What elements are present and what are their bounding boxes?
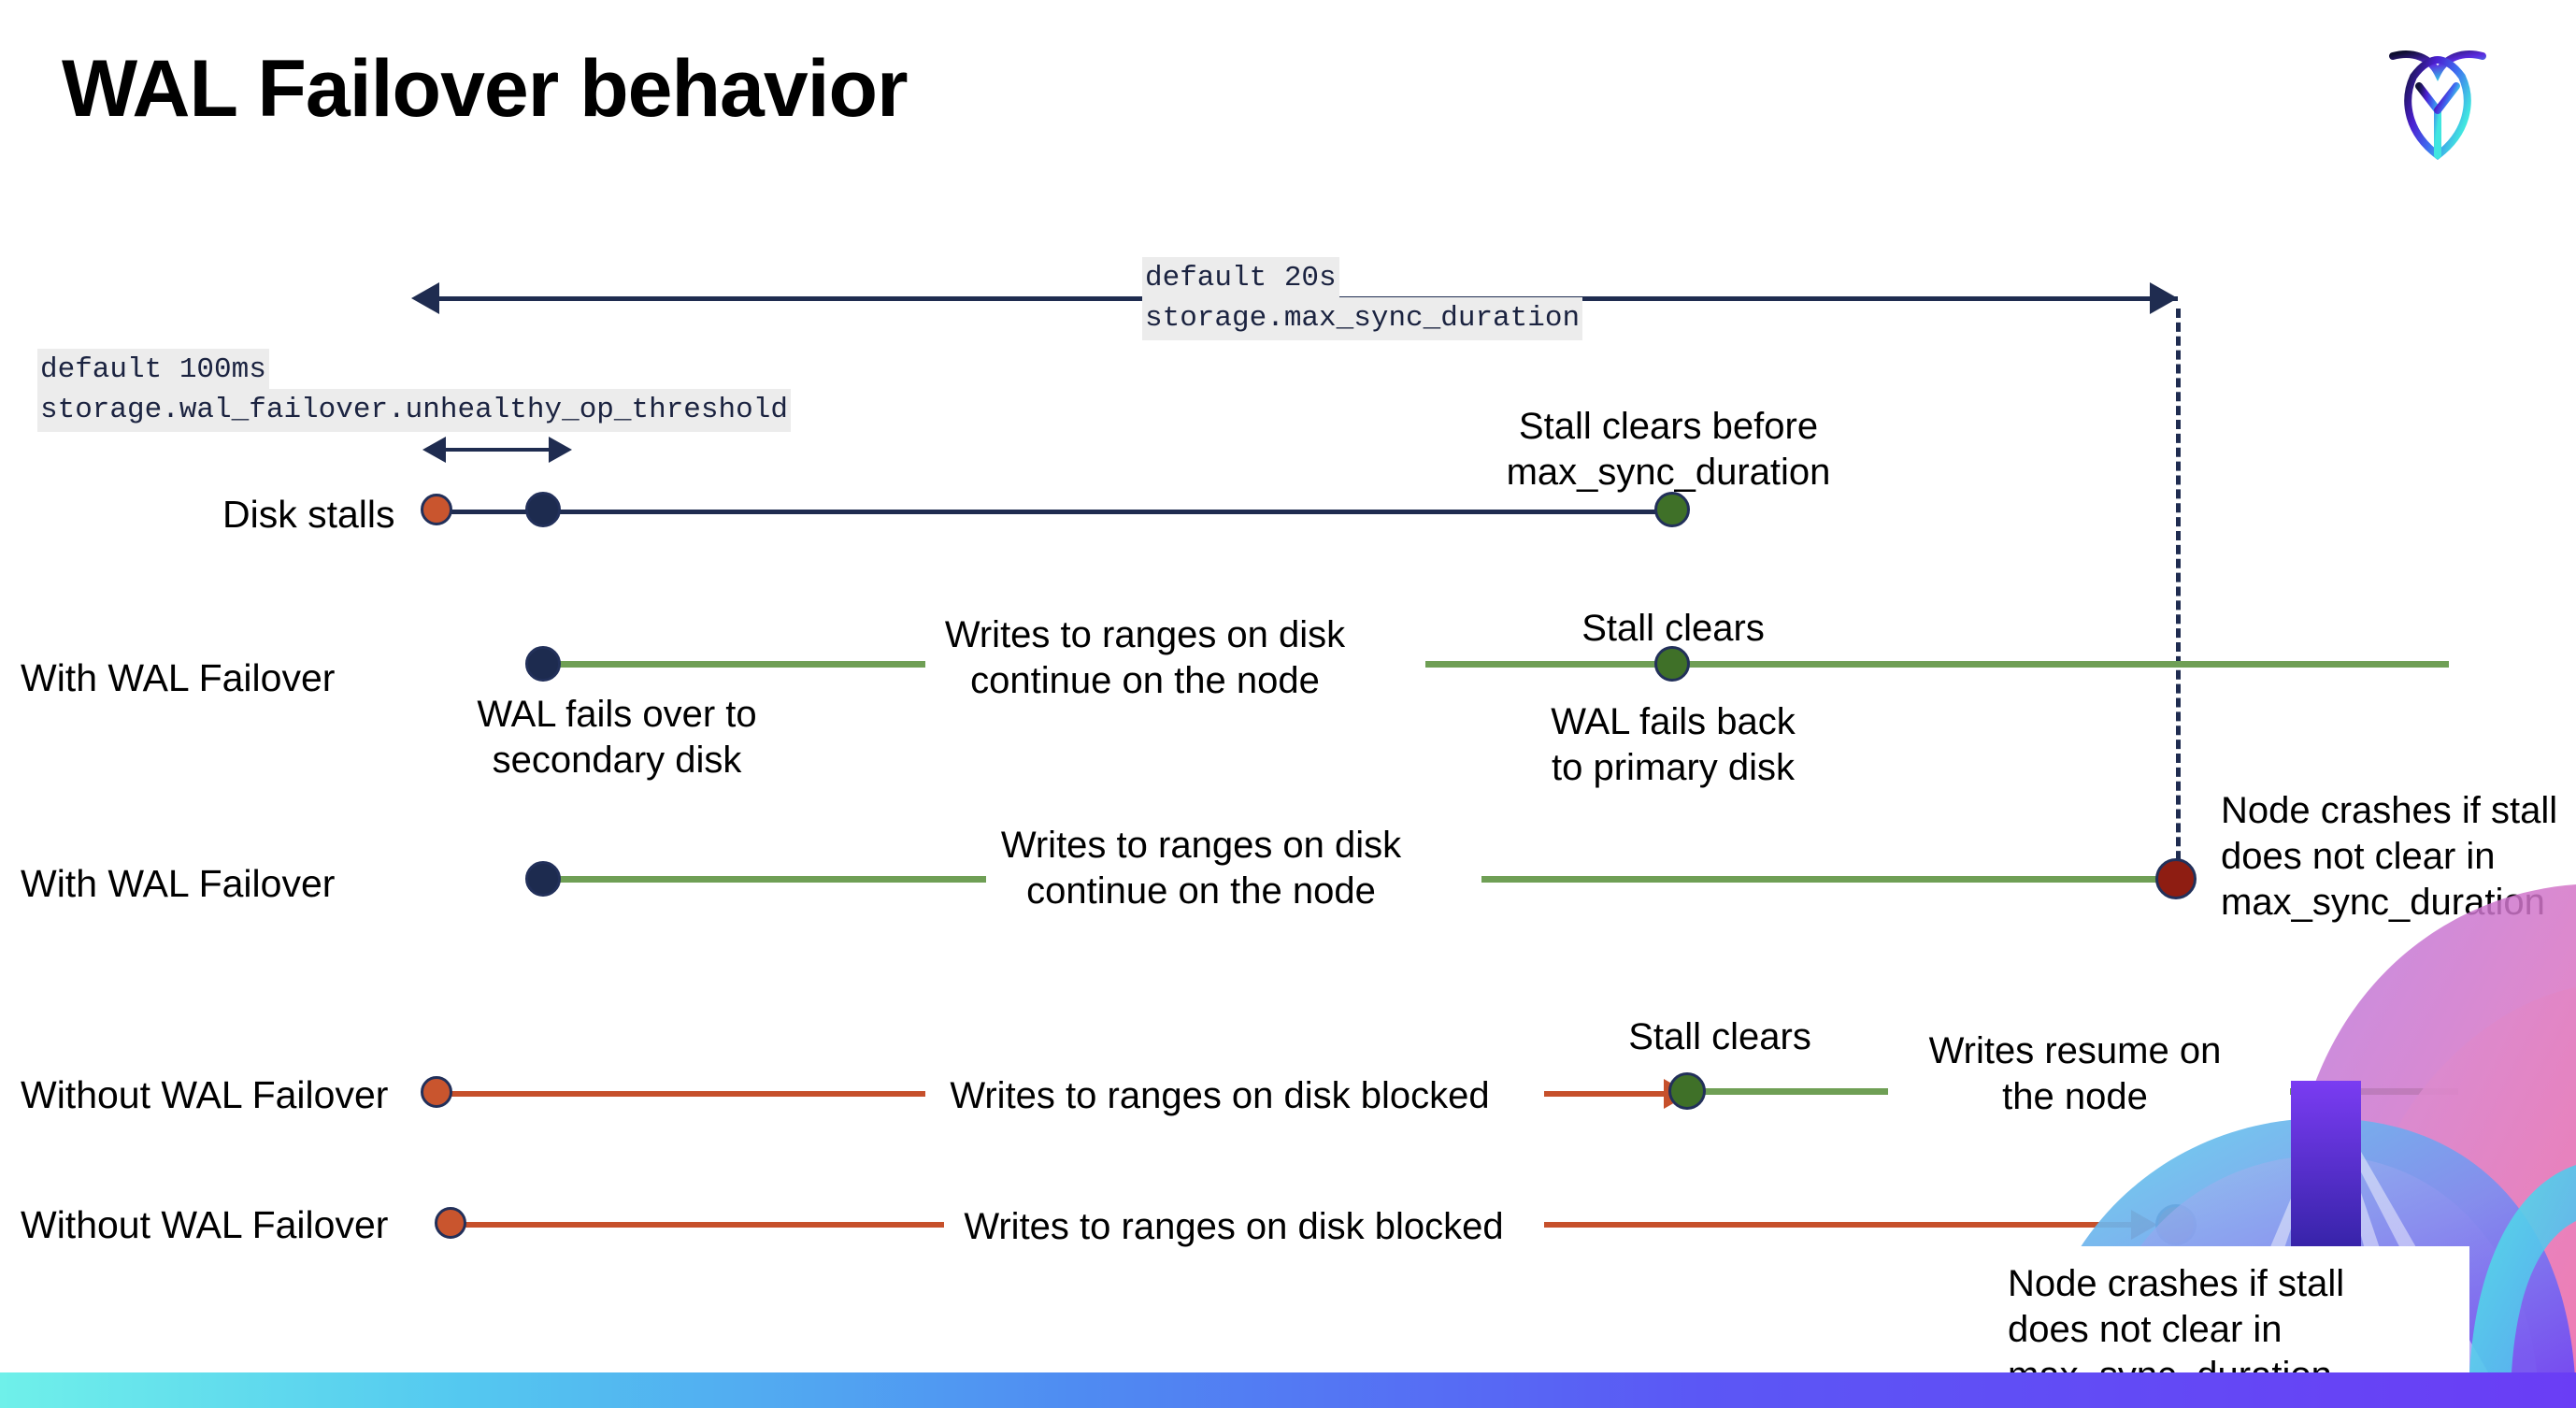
wf2-failover-dot xyxy=(525,861,561,897)
wof1-resume-a xyxy=(1696,1088,1888,1095)
max-sync-setting-label: storage.max_sync_duration xyxy=(1142,297,1583,341)
max-sync-span-left-arrow xyxy=(411,282,439,314)
row-label-disk-stalls: Disk stalls xyxy=(222,493,395,536)
note-node-crashes-2: Node crashes if stall does not clear in … xyxy=(2008,1263,2345,1396)
cockroach-logo-icon xyxy=(2382,32,2494,163)
disk-stalls-timeline xyxy=(439,510,1673,514)
disk-stalls-start-dot xyxy=(421,494,452,525)
wof1-resume-b xyxy=(2290,1088,2458,1095)
wf1-failover-dot xyxy=(525,646,561,682)
unhealthy-op-span-right-arrow xyxy=(549,437,572,463)
row-label-with-wal-failover-1: With WAL Failover xyxy=(21,656,336,699)
wf1-segment-a xyxy=(551,661,925,668)
wof2-start-dot xyxy=(435,1207,466,1239)
wof2-crash-dot xyxy=(2155,1204,2197,1245)
wf2-segment-b xyxy=(1481,876,2173,883)
max-sync-default-label: default 20s xyxy=(1142,257,1339,301)
note-wal-fails-over: WAL fails over to secondary disk xyxy=(477,694,757,782)
unhealthy-op-span-line xyxy=(444,448,551,452)
note-writes-continue-1: Writes to ranges on disk continue on the… xyxy=(944,614,1346,702)
row-label-without-wal-failover-2: Without WAL Failover xyxy=(21,1203,389,1246)
unhealthy-op-span-left-arrow xyxy=(422,437,446,463)
note-writes-resume: Writes resume on the node xyxy=(1928,1030,2222,1118)
note-wal-fails-back: WAL fails back to primary disk xyxy=(1551,701,1796,789)
disk-stalls-clear-dot xyxy=(1654,492,1690,527)
wof1-blocked-b xyxy=(1544,1091,1675,1097)
bottom-gradient-bar xyxy=(0,1372,2576,1408)
note-stall-clears-1: Stall clears xyxy=(1581,608,1765,649)
note-stall-clears-before: Stall clears before max_sync_duration xyxy=(1506,406,1831,494)
wof2-blocked-b xyxy=(1544,1222,2142,1228)
row-label-without-wal-failover-1: Without WAL Failover xyxy=(21,1073,389,1116)
note-writes-blocked-1: Writes to ranges on disk blocked xyxy=(950,1075,1490,1116)
wf1-stall-clear-dot xyxy=(1654,646,1690,682)
wof1-stall-clear-dot xyxy=(1668,1072,1706,1110)
page-title: WAL Failover behavior xyxy=(62,44,909,134)
unhealthy-op-default-label: default 100ms xyxy=(37,349,269,393)
max-sync-dropline xyxy=(2176,309,2181,874)
note-node-crashes-1: Node crashes if stall does not clear in … xyxy=(2221,790,2558,924)
wof1-blocked-a xyxy=(439,1091,925,1097)
wof1-start-dot xyxy=(421,1076,452,1108)
wof2-blocked-a xyxy=(453,1222,944,1228)
row-label-with-wal-failover-2: With WAL Failover xyxy=(21,862,336,905)
note-writes-continue-2: Writes to ranges on disk continue on the… xyxy=(1000,825,1402,912)
wf2-crash-dot xyxy=(2155,858,2197,899)
note-stall-clears-2: Stall clears xyxy=(1628,1016,1811,1057)
unhealthy-op-setting-label: storage.wal_failover.unhealthy_op_thresh… xyxy=(37,389,791,433)
wf1-segment-b xyxy=(1425,661,2449,668)
disk-stalls-failover-dot xyxy=(525,492,561,527)
wof2-blocked-arrowhead xyxy=(2131,1210,2157,1240)
wf2-segment-a xyxy=(551,876,986,883)
note-writes-blocked-2: Writes to ranges on disk blocked xyxy=(964,1206,1504,1247)
max-sync-span-right-arrow xyxy=(2150,282,2178,314)
